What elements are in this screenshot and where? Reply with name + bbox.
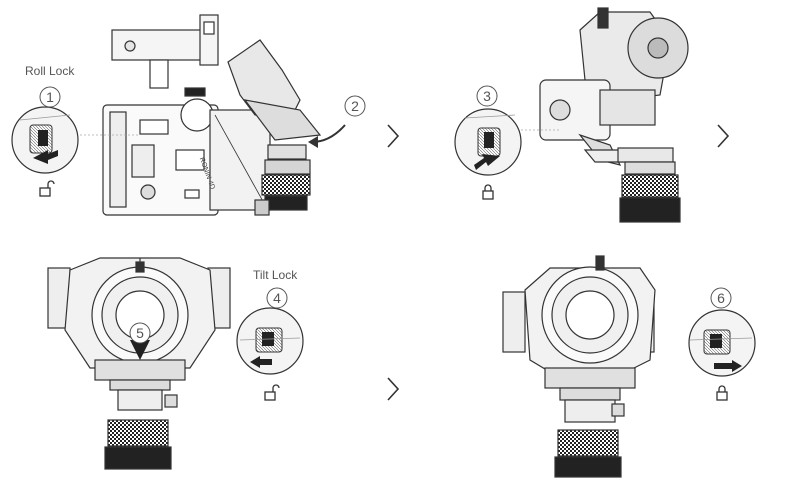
unlock-icon	[40, 181, 54, 196]
step-number-6: 6	[711, 288, 731, 308]
chevron-right-icon	[718, 125, 728, 147]
zoom-circle-tilt-lock	[237, 308, 303, 374]
lock-icon	[483, 185, 493, 199]
chevron-right-icon	[388, 378, 398, 400]
step-number-2: 2	[345, 96, 365, 116]
zoom-circle-roll-lock	[12, 107, 78, 173]
unlock-icon	[265, 385, 279, 400]
zoom-circle-tilt-lock-locked	[689, 310, 755, 376]
panel-4-front-view-locked	[503, 256, 655, 477]
step-number-1: 1	[40, 87, 60, 107]
step-number-4: 4	[267, 288, 287, 308]
lock-icon	[717, 386, 727, 400]
step-number-5: 5	[130, 323, 150, 343]
tilt-lock-label: Tilt Lock	[253, 268, 297, 282]
panel-2-gimbal-rotated	[505, 8, 688, 222]
chevron-right-icon	[388, 125, 398, 147]
zoom-circle-roll-lock-locked	[455, 109, 521, 175]
panel-3-front-view	[48, 258, 230, 469]
roll-lock-label: Roll Lock	[25, 64, 74, 78]
step-number-3: 3	[477, 86, 497, 106]
panel-1-camera-gimbal	[80, 15, 320, 215]
arrow-icon	[308, 136, 318, 148]
